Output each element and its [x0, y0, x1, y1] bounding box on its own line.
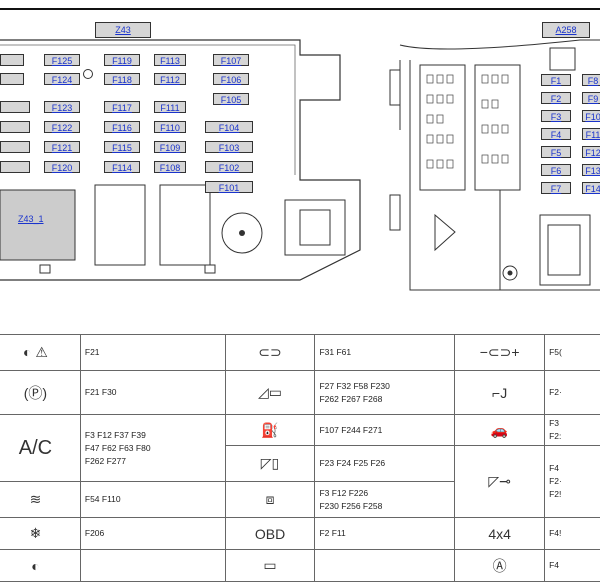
fuse-f3[interactable]: F3	[541, 110, 571, 122]
fuse-stub-1	[0, 54, 24, 66]
legend-codes: F5(	[544, 334, 600, 371]
fuse-f125[interactable]: F125	[44, 54, 80, 66]
fuse-stub-5	[0, 141, 30, 153]
warning-icon: ◐ ⚠	[0, 334, 81, 371]
fuse-f8[interactable]: F8	[582, 74, 600, 86]
fuse-f105[interactable]: F105	[213, 93, 249, 105]
lights-icon: ⊂⊃	[224, 334, 316, 371]
4x4-label: 4x4	[488, 525, 511, 542]
door-lock-icon: ◸⊸	[454, 445, 546, 518]
fuse-f10[interactable]: F10	[582, 110, 600, 122]
fuse-f123[interactable]: F123	[44, 101, 80, 113]
fuse-f109[interactable]: F109	[154, 141, 186, 153]
door-icon: ◸▯	[224, 445, 316, 482]
fuse-f103[interactable]: F103	[205, 141, 253, 153]
legend-codes	[314, 549, 456, 582]
fuse-f120[interactable]: F120	[44, 161, 80, 173]
fuse-stub-4	[0, 121, 30, 133]
legend-codes: F107 F244 F271	[314, 414, 456, 446]
legend-codes: F2 F11	[314, 517, 456, 550]
legend-codes: F21 F30	[79, 370, 226, 415]
cutoff-icon-2: ▭	[224, 549, 316, 582]
obd-icon: OBD	[224, 517, 316, 550]
left-relay-label[interactable]: Z43_1	[18, 214, 44, 224]
top-rule	[0, 8, 600, 10]
legend-codes: F54 F110	[79, 481, 226, 518]
seat-heater-icon: ⧈	[224, 481, 316, 518]
legend-codes: F2·	[544, 370, 600, 415]
legend-codes: F3 F12 F226 F230 F256 F258	[314, 481, 456, 518]
fuse-stub-2	[0, 73, 24, 85]
fuse-f14[interactable]: F14	[582, 182, 600, 194]
fuse-f13[interactable]: F13	[582, 164, 600, 176]
fuse-f122[interactable]: F122	[44, 121, 80, 133]
snowflake-icon: ❄	[0, 517, 81, 550]
fuse-f4[interactable]: F4	[541, 128, 571, 140]
left-circle-marker	[83, 69, 93, 79]
legend-codes: F4 F2· F2!	[544, 445, 600, 518]
fuse-stub-6	[0, 161, 30, 173]
fuse-f5[interactable]: F5	[541, 146, 571, 158]
fuse-f104[interactable]: F104	[205, 121, 253, 133]
fuse-f124[interactable]: F124	[44, 73, 80, 85]
fuse-stub-3	[0, 101, 30, 113]
fuse-f110[interactable]: F110	[154, 121, 186, 133]
right-box-label[interactable]: A258	[542, 22, 590, 38]
fuse-f116[interactable]: F116	[104, 121, 140, 133]
fuse-f114[interactable]: F114	[104, 161, 140, 173]
fuse-f11[interactable]: F11	[582, 128, 600, 140]
fuse-f9[interactable]: F9	[582, 92, 600, 104]
fuse-f102[interactable]: F102	[205, 161, 253, 173]
fuse-f12[interactable]: F12	[582, 146, 600, 158]
fuse-f2[interactable]: F2	[541, 92, 571, 104]
parking-brake-icon: (Ⓟ)	[0, 370, 81, 415]
fuse-f108[interactable]: F108	[154, 161, 186, 173]
fuse-f106[interactable]: F106	[213, 73, 249, 85]
car-alarm-icon: 🚗	[454, 414, 546, 446]
left-fuse-box	[0, 39, 361, 281]
legend-codes: F4	[544, 549, 600, 582]
key-icon: −⊂⊃+	[454, 334, 546, 371]
right-fuse-box	[389, 39, 600, 291]
fuse-f117[interactable]: F117	[104, 101, 140, 113]
fuel-icon: ⛽	[224, 414, 316, 446]
legend-codes	[79, 549, 226, 582]
legend-codes: F21	[79, 334, 226, 371]
fuse-f113[interactable]: F113	[154, 54, 186, 66]
fuse-f101[interactable]: F101	[205, 181, 253, 193]
fuse-f107[interactable]: F107	[213, 54, 249, 66]
rear-defrost-icon: ≋	[0, 481, 81, 518]
legend-table: ◐ ⚠ F21 ⊂⊃ F31 F61 −⊂⊃+ F5( (Ⓟ) F21 F30 …	[0, 334, 600, 582]
fuse-f111[interactable]: F111	[154, 101, 186, 113]
tow-hook-icon: ⌐J	[454, 370, 546, 415]
sunroof-icon: ◿▭	[224, 370, 316, 415]
fuse-f121[interactable]: F121	[44, 141, 80, 153]
fuse-f119[interactable]: F119	[104, 54, 140, 66]
fuse-f1[interactable]: F1	[541, 74, 571, 86]
fuse-f115[interactable]: F115	[104, 141, 140, 153]
auto-icon: Ⓐ	[454, 549, 546, 582]
legend-codes: F3 F12 F37 F39 F47 F62 F63 F80 F262 F277	[79, 414, 226, 482]
ac-icon: A/C	[0, 414, 81, 482]
cutoff-icon: ◐	[0, 549, 81, 582]
legend-codes: F206	[79, 517, 226, 550]
fuse-f7[interactable]: F7	[541, 182, 571, 194]
left-box-label[interactable]: Z43	[95, 22, 151, 38]
4x4-icon: 4x4	[454, 517, 546, 550]
legend-codes: F3 F2:	[544, 414, 600, 446]
legend-codes: F27 F32 F58 F230 F262 F267 F268	[314, 370, 456, 415]
legend-codes: F4!	[544, 517, 600, 550]
fuse-f6[interactable]: F6	[541, 164, 571, 176]
fuse-f112[interactable]: F112	[154, 73, 186, 85]
legend-codes: F31 F61	[314, 334, 456, 371]
legend-codes: F23 F24 F25 F26	[314, 445, 456, 482]
fuse-f118[interactable]: F118	[104, 73, 140, 85]
